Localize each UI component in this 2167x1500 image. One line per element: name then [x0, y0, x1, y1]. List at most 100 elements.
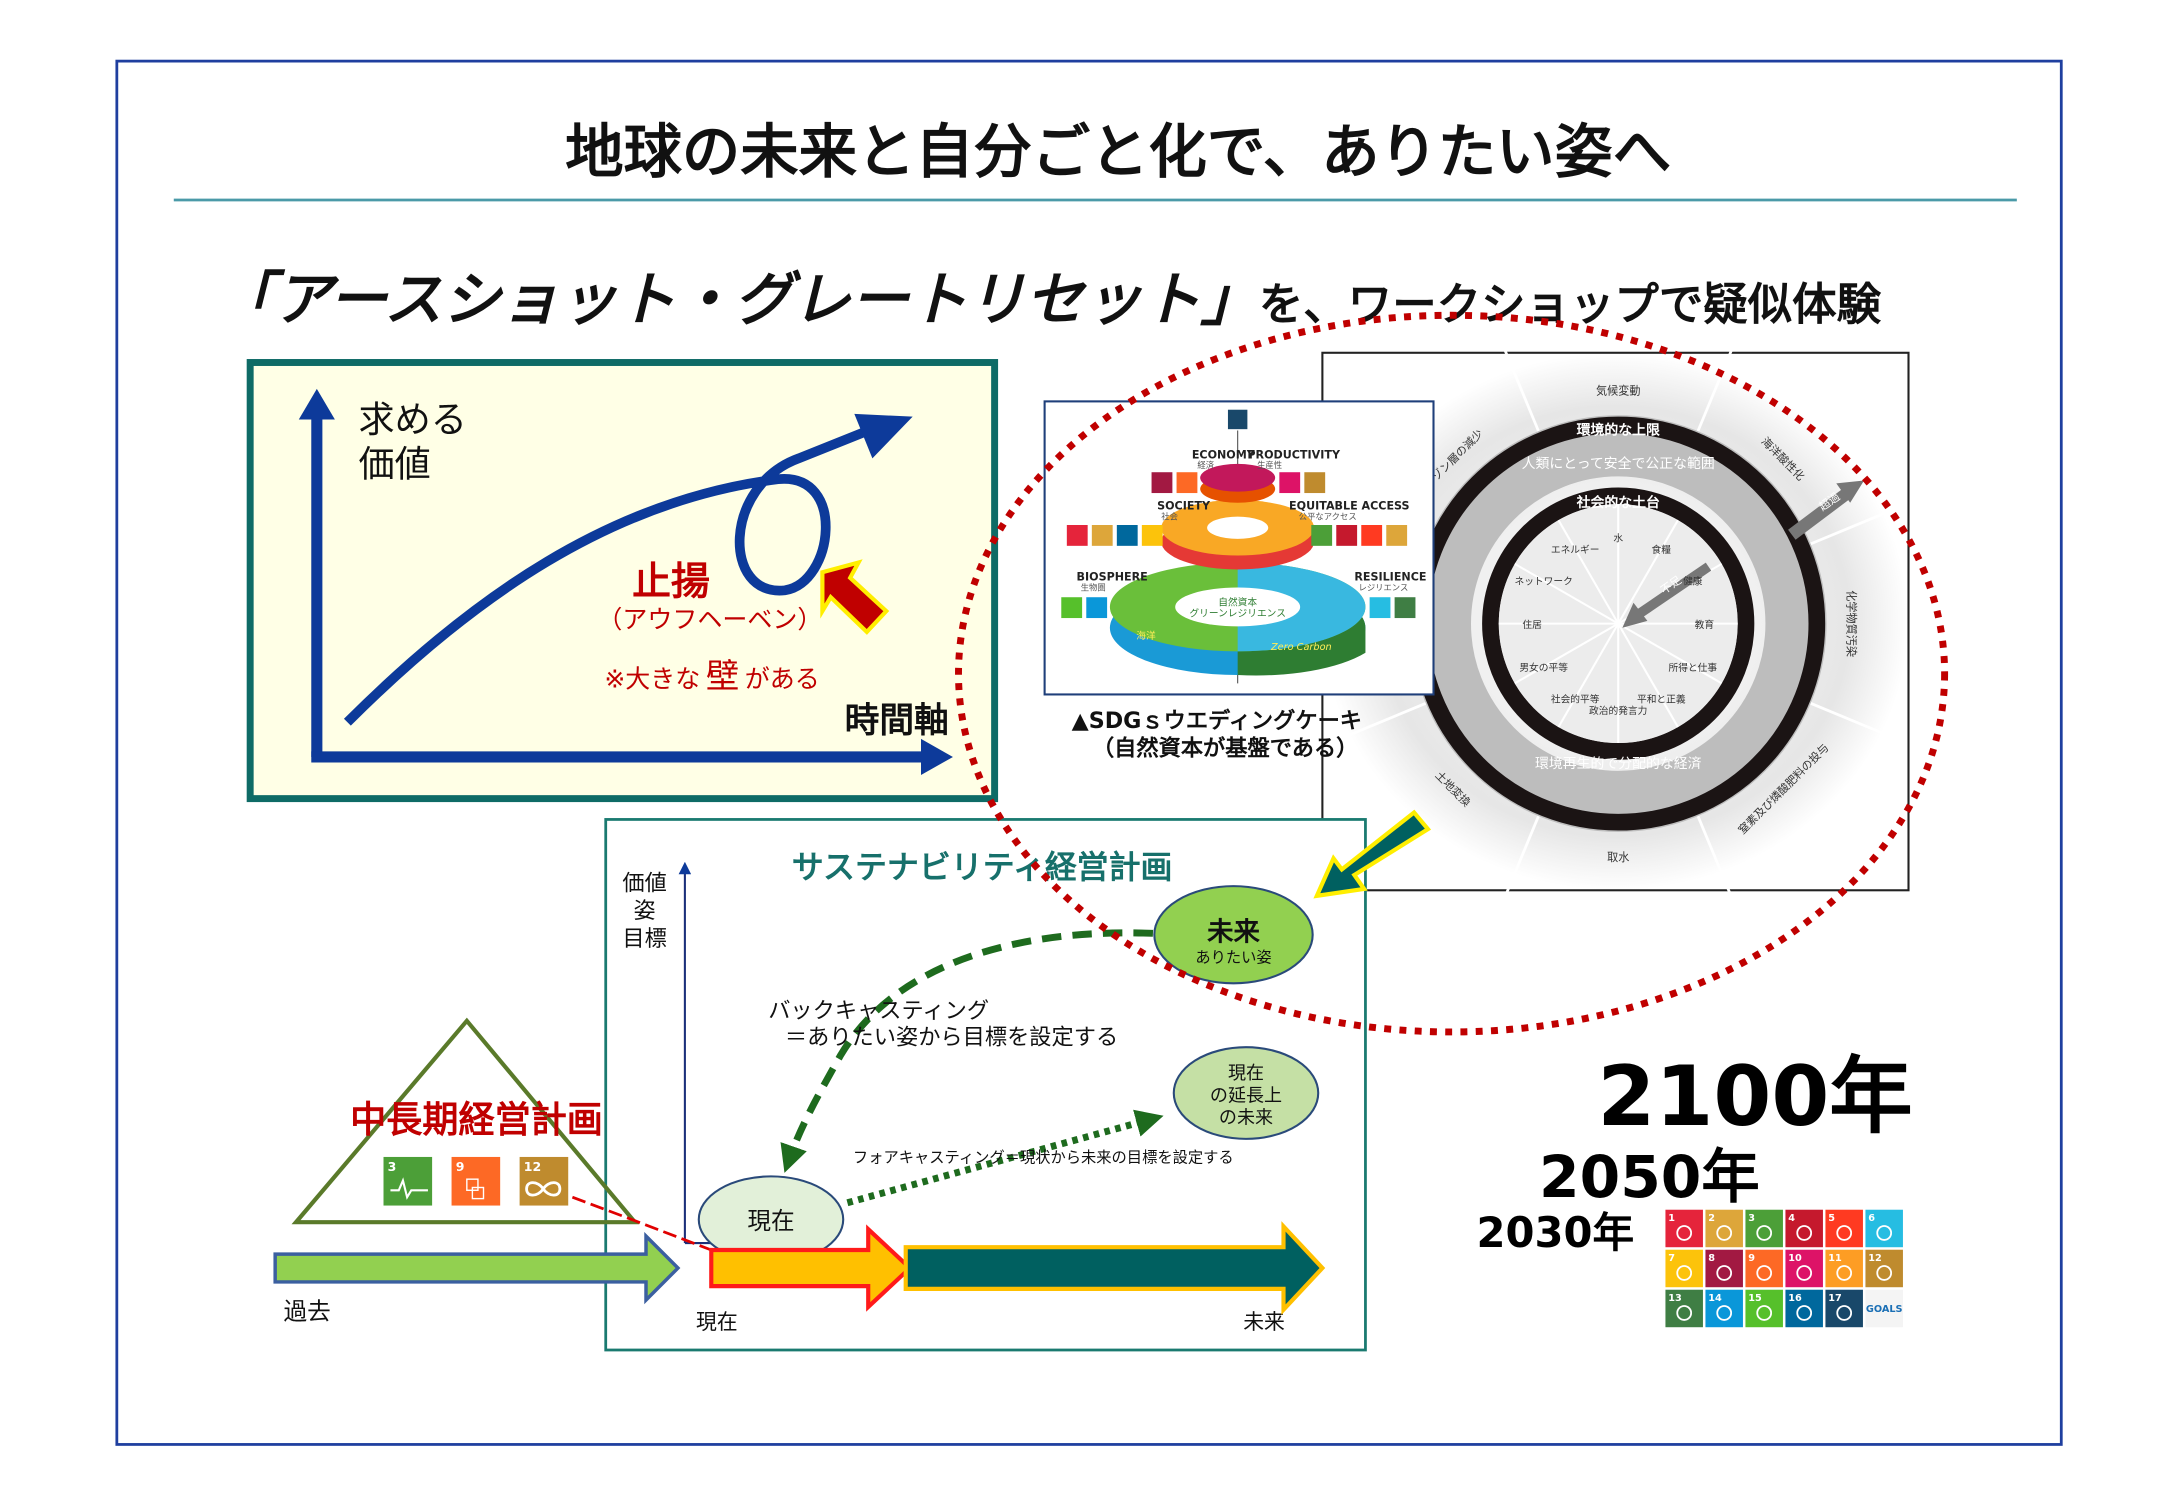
page-title: 地球の未来と自分ごと化で、ありたい姿へ	[565, 118, 1671, 186]
sdg-goal-tile	[1304, 472, 1326, 494]
backcasting-label-1: バックキャスティング	[768, 998, 989, 1024]
sdg-goal-icon	[1796, 1265, 1813, 1281]
x-label: 時間軸	[845, 701, 949, 741]
red-pointer-arrow	[820, 559, 890, 635]
doughnut-inner-label: ネットワーク	[1514, 576, 1572, 588]
sdg-goal-tile: 9	[1745, 1249, 1783, 1288]
sdg-goal-tile	[1151, 472, 1173, 494]
cake-productivity-ja: 生産性	[1257, 460, 1282, 470]
sdg-goal-tile	[1176, 472, 1198, 494]
sdg-goal-tile: 17	[1825, 1289, 1863, 1328]
sdg-goal-tile	[1386, 525, 1408, 546]
cake-ocean: 海洋	[1136, 629, 1156, 642]
sdg-goal-number: 7	[1668, 1253, 1675, 1264]
sdg-goal-tile: 8	[1705, 1249, 1743, 1288]
sdg-goal-tile	[1361, 525, 1383, 546]
doughnut-inner-label: エネルギー	[1551, 544, 1600, 556]
plan-triangle	[291, 1017, 640, 1225]
cake-resilience: RESILIENCE	[1354, 571, 1426, 584]
sdg-logo-text: GOALS	[1866, 1304, 1903, 1315]
aufheben-reading: （アウフヘーベン）	[597, 605, 822, 634]
sdg-goal-tile: 11	[1825, 1249, 1863, 1288]
sdg-goal-icon	[1876, 1265, 1893, 1281]
sdg-goal-tile	[1311, 525, 1333, 546]
sdg-goal-icon	[1796, 1225, 1813, 1241]
sdg-goal-icon	[1836, 1305, 1853, 1321]
sdg-goal-tile: 15	[1745, 1289, 1783, 1328]
growth-curve	[343, 420, 884, 726]
cake-equitable-ja: 公平なアクセス	[1299, 511, 1357, 521]
doughnut-inner-label: 社会的平等	[1551, 692, 1600, 705]
cake-equitable: EQUITABLE ACCESS	[1289, 500, 1410, 513]
sdg-goal-tile: 2	[1705, 1209, 1743, 1248]
sdg-goal-number: 13	[1668, 1293, 1682, 1304]
doughnut-inner-label: 住居	[1522, 618, 1542, 631]
sdg-goal-tile	[1061, 597, 1083, 619]
ring-bottom-label: 環境再生的で分配的な経済	[1535, 756, 1702, 772]
sdg-goal-tile	[1141, 525, 1163, 546]
cake-zero-carbon: Zero Carbon	[1270, 642, 1332, 653]
sdg-goal-icon	[1796, 1305, 1813, 1321]
doughnut-outer-label: 化学物質汚染	[1844, 590, 1858, 657]
sdg-goal-icon	[1836, 1225, 1853, 1241]
subtitle-emphasis: 「アースショット・グレートリセット」	[215, 265, 1259, 333]
ring-band-label: 人類にとって安全で公正な範囲	[1522, 455, 1715, 472]
highlight-dotted-ellipse	[955, 311, 1949, 1036]
sdg-goal-icon	[1716, 1265, 1733, 1281]
shortfall-arrow	[1636, 562, 1712, 618]
sdg-goal-number: 2	[1708, 1213, 1715, 1224]
sdg-goal-number: 14	[1708, 1293, 1722, 1304]
plan-y-label-1: 価値	[622, 870, 666, 896]
backcasting-label-2: ＝ありたい姿から目標を設定する	[785, 1024, 1118, 1050]
sdg-goal-number: 3	[388, 1159, 397, 1174]
future-arrow	[903, 1221, 1326, 1316]
sdg-goal-icon	[1716, 1225, 1733, 1241]
overshoot-arrow	[1788, 488, 1852, 540]
future-bubble	[1153, 885, 1314, 985]
forecasting-label: フォアキャスティング＝現状から未来の目標を設定する	[853, 1149, 1234, 1167]
sdg-goal-number: 16	[1788, 1293, 1802, 1304]
sdg-goal-tile	[1369, 597, 1391, 619]
aufheben-label: 止揚	[632, 559, 710, 604]
doughnut-inner-label: 政治的発言力	[1589, 704, 1647, 717]
cubes-icon: 9	[451, 1156, 501, 1206]
sdg-goal-tile: 10	[1785, 1249, 1823, 1288]
past-label: 過去	[284, 1297, 331, 1325]
doughnut-inner-label: 食糧	[1652, 543, 1672, 556]
ring-outer-label: 環境的な上限	[1577, 422, 1660, 439]
year-2100: 2100年	[1597, 1048, 1912, 1145]
sdg-goal-icon	[1876, 1225, 1893, 1241]
sdg-goal-tile: 14	[1705, 1289, 1743, 1328]
doughnut-inner-label: 教育	[1695, 618, 1715, 631]
plan-y-label-3: 目標	[622, 926, 666, 952]
past-arrow	[273, 1231, 681, 1305]
extension-label-3: の未来	[1219, 1108, 1273, 1129]
yellow-pointer-arrow	[1313, 809, 1432, 899]
sdg-goal-number: 12	[524, 1159, 541, 1174]
plan-y-label-2: 姿	[634, 898, 656, 924]
sdg-goal-tile	[1279, 472, 1301, 494]
plan-title: サステナビリティ経営計画	[792, 848, 1173, 886]
sdg-goal-tile: 13	[1665, 1289, 1703, 1328]
sdg-goal-number: 9	[1748, 1253, 1755, 1264]
sdg-goal-icon	[1756, 1305, 1773, 1321]
extension-future-bubble	[1172, 1046, 1320, 1140]
doughnut-inner-label: 男女の平等	[1519, 661, 1568, 674]
sdg-goal-tile: 1	[1665, 1209, 1703, 1248]
doughnut-outer-label: 取水	[1607, 851, 1629, 864]
cake-biosphere: BIOSPHERE	[1077, 571, 1148, 584]
doughnut-inner-label: 平和と正義	[1637, 692, 1686, 705]
extension-label-2: の延長上	[1210, 1085, 1282, 1106]
doughnut-outer-label: 気候変動	[1596, 383, 1640, 397]
sdg-goal-number: 6	[1868, 1213, 1875, 1224]
sdg-goal-tile: 4	[1785, 1209, 1823, 1248]
year-2030: 2030年	[1477, 1208, 1635, 1257]
sdg-wedding-cake-image: ECONOMY PRODUCTIVITY SOCIETY EQUITABLE A…	[1043, 400, 1435, 762]
sdg-goal-tile: 16	[1785, 1289, 1823, 1328]
sdg-goal-icon	[1676, 1225, 1693, 1241]
sdg-goal-number: 3	[1748, 1213, 1755, 1224]
link-line	[571, 1195, 712, 1252]
